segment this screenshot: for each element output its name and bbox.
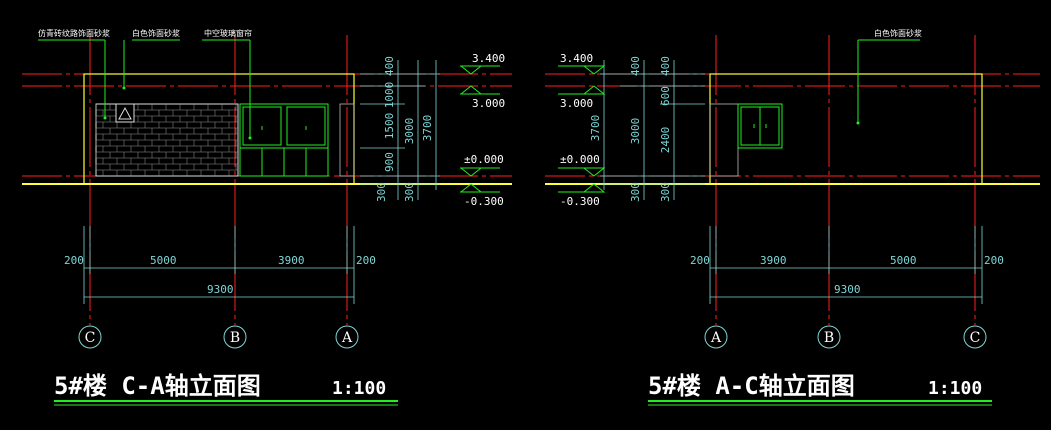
level-zero-r: ±0.000 bbox=[560, 153, 600, 166]
hdim-5000-r: 5000 bbox=[890, 254, 917, 267]
note-glass-curtain: 中空玻璃窗帘 bbox=[204, 28, 252, 38]
dim-300-mid-r: 300 bbox=[629, 182, 642, 202]
dim-3700: 3700 bbox=[421, 115, 434, 142]
axis-bubble-c-r bbox=[963, 325, 987, 349]
hdim-3900-r: 3900 bbox=[760, 254, 787, 267]
axis-bubble-a-r bbox=[704, 325, 728, 349]
axis-bubble-a bbox=[335, 325, 359, 349]
left-elevation: 仿青砖纹路饰面砂浆 白色饰面砂浆 中空玻璃窗帘 400 1000 1500 90… bbox=[22, 28, 512, 406]
axis-label-b: B bbox=[230, 330, 240, 346]
vertical-dim-lines-r bbox=[600, 60, 705, 200]
building-outline bbox=[83, 73, 355, 185]
dim-400: 400 bbox=[383, 56, 396, 76]
note-dot bbox=[122, 86, 126, 90]
dim-900: 900 bbox=[383, 152, 396, 172]
note-brick: 仿青砖纹路饰面砂浆 bbox=[38, 28, 110, 38]
hdim-3900: 3900 bbox=[278, 254, 305, 267]
level-3000-r: 3.000 bbox=[560, 97, 593, 110]
curtain-window bbox=[239, 103, 329, 177]
dim-300-inner: 300 bbox=[375, 182, 388, 202]
dim-2400-r: 2400 bbox=[659, 127, 672, 154]
level-markers-r bbox=[558, 65, 606, 193]
vertical-dim-lines bbox=[360, 60, 440, 200]
vent-triangle-icon bbox=[118, 106, 132, 120]
axis-bubble-c bbox=[78, 325, 102, 349]
axis-bubble-b bbox=[223, 325, 247, 349]
vent-window bbox=[115, 103, 135, 123]
dim-1500: 1500 bbox=[383, 113, 396, 140]
axis-label-c: C bbox=[85, 330, 96, 346]
right-scale: 1:100 bbox=[928, 378, 982, 399]
note-leaders-r bbox=[857, 39, 920, 123]
dim-300-mid: 300 bbox=[403, 182, 416, 202]
note-white-mortar: 白色饰面砂浆 bbox=[132, 28, 180, 38]
level-markers bbox=[460, 65, 500, 193]
hdim-total-r: 9300 bbox=[834, 283, 861, 296]
dim-300-inner-r: 300 bbox=[659, 182, 672, 202]
level-minus-300: -0.300 bbox=[464, 195, 504, 208]
dim-600-r: 600 bbox=[659, 86, 672, 106]
hdim-200-right: 200 bbox=[356, 254, 376, 267]
side-column bbox=[339, 103, 355, 177]
axis-label-a-r: A bbox=[710, 330, 722, 346]
note-dot bbox=[103, 116, 107, 120]
dim-3700-r: 3700 bbox=[589, 115, 602, 142]
dim-3000-r: 3000 bbox=[629, 118, 642, 145]
hdim-total: 9300 bbox=[207, 283, 234, 296]
hdim-200-left: 200 bbox=[64, 254, 84, 267]
dim-400-inner-r: 400 bbox=[659, 56, 672, 76]
dim-1000: 1000 bbox=[383, 82, 396, 109]
window-r bbox=[737, 103, 783, 149]
hdim-5000: 5000 bbox=[150, 254, 177, 267]
right-elevation: 白色饰面砂浆 3700 400 3000 300 400 600 2400 30… bbox=[545, 28, 1040, 406]
note-white-mortar-r: 白色饰面砂浆 bbox=[874, 28, 922, 38]
axis-label-b-r: B bbox=[824, 330, 834, 346]
side-column-r bbox=[709, 103, 739, 177]
level-3400-r: 3.400 bbox=[560, 52, 593, 65]
left-title: 5#楼 C-A轴立面图 bbox=[54, 372, 261, 400]
level-3400: 3.400 bbox=[472, 52, 505, 65]
horizontal-dim-lines bbox=[83, 226, 355, 304]
dim-400-mid-r: 400 bbox=[629, 56, 642, 76]
hdim-200-left-r: 200 bbox=[690, 254, 710, 267]
axis-label-c-r: C bbox=[970, 330, 981, 346]
level-3000: 3.000 bbox=[472, 97, 505, 110]
axis-bubble-b-r bbox=[817, 325, 841, 349]
note-dot bbox=[248, 136, 252, 140]
level-minus-300-r: -0.300 bbox=[560, 195, 600, 208]
right-title: 5#楼 A-C轴立面图 bbox=[648, 372, 855, 400]
note-dot bbox=[856, 121, 860, 125]
dim-3000: 3000 bbox=[403, 118, 416, 145]
left-scale: 1:100 bbox=[332, 378, 386, 399]
hdim-200-right-r: 200 bbox=[984, 254, 1004, 267]
building-outline-r bbox=[709, 73, 983, 185]
axis-label-a: A bbox=[341, 330, 353, 346]
level-zero: ±0.000 bbox=[464, 153, 504, 166]
horizontal-dim-lines-r bbox=[709, 226, 983, 304]
note-leaders bbox=[38, 39, 251, 138]
